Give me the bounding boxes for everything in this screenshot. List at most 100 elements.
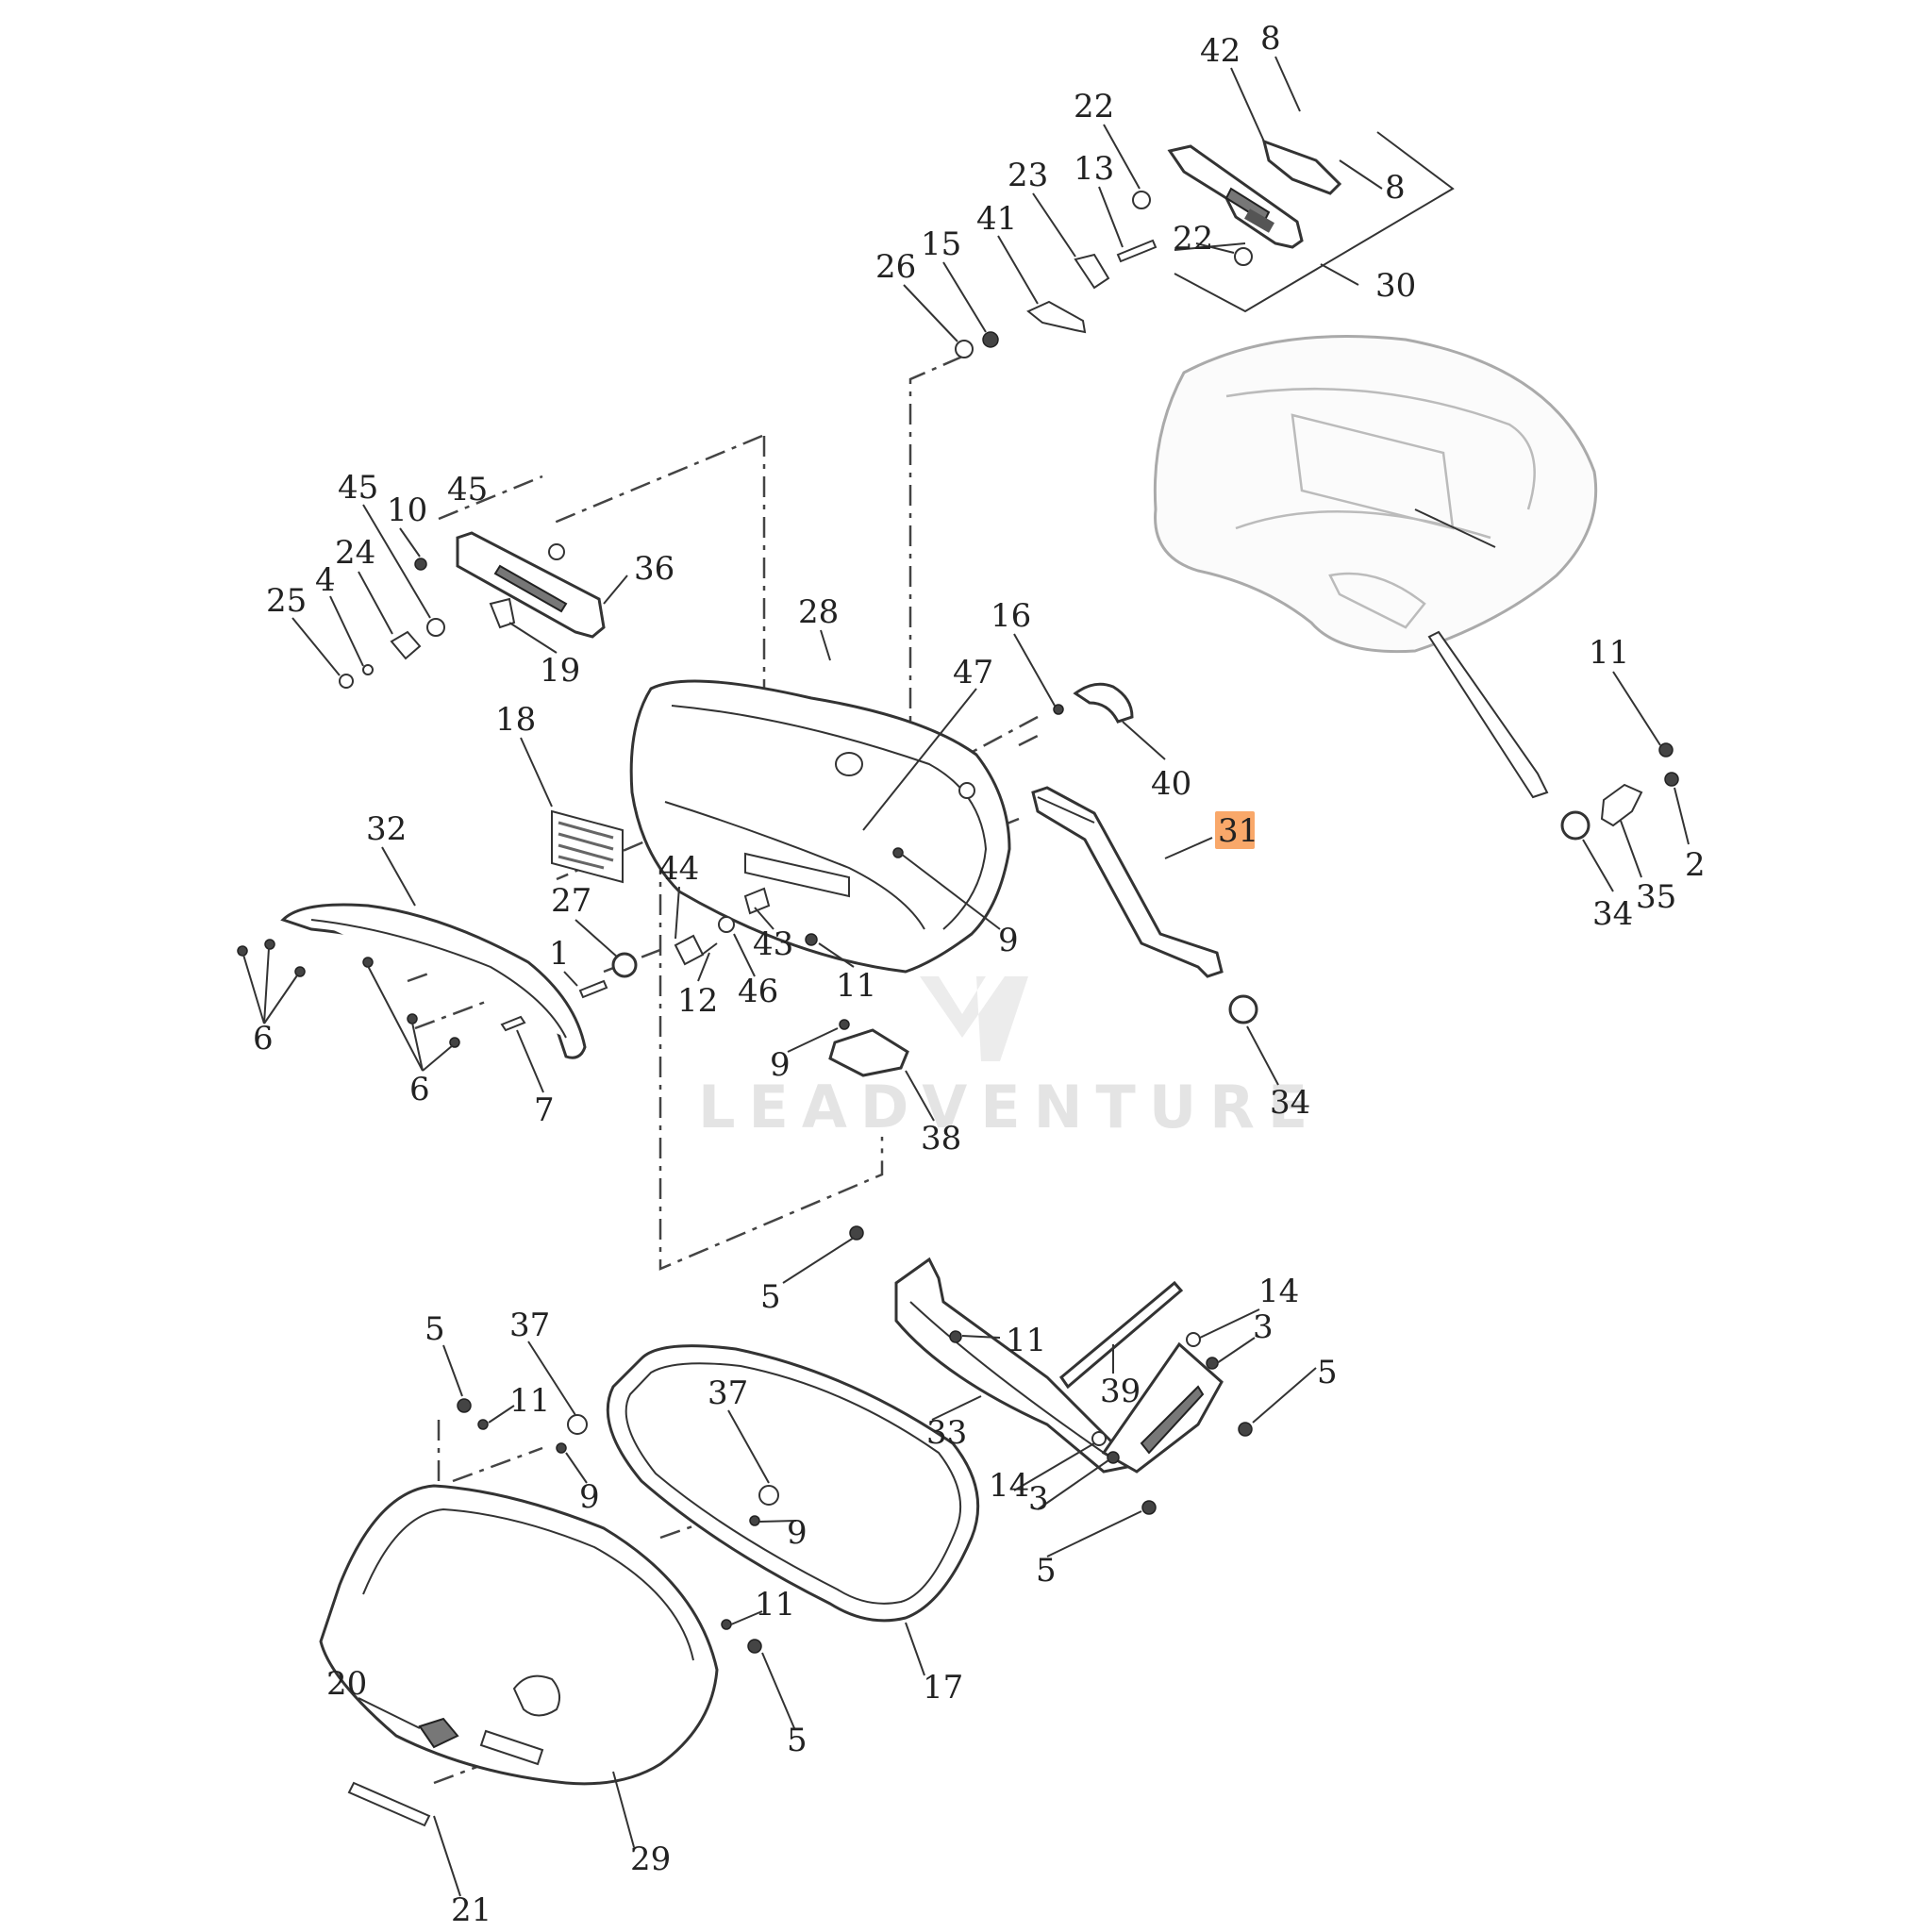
leader-line [1339,159,1383,190]
callout-31[interactable]: 31 [1218,812,1258,850]
lock-cylinder-assembly [674,847,904,966]
leader-line [1037,1459,1109,1510]
spring-12 [701,942,718,956]
callout-6-upper: 6 [253,1020,274,1058]
callout-5-right: 5 [1317,1354,1338,1391]
lid-support-assembly [849,1225,1253,1515]
screw-9-lid [556,1442,567,1454]
liner-panel-47 [744,852,850,898]
leader-line [1230,67,1265,142]
pin-1 [578,979,608,999]
callout-14-left: 14 [989,1467,1029,1505]
leader-line [900,853,1001,930]
callout-17: 17 [923,1669,963,1707]
screw-5-lower [1141,1500,1157,1515]
callout-5-lid-lower: 5 [787,1722,808,1759]
grommet-34-right [1560,810,1591,841]
watermark-text: LEADVENTURE [698,1073,1321,1141]
grommet-27 [611,952,638,978]
leader-line [263,947,270,1024]
callout-16: 16 [991,597,1031,635]
screw-9-gasket [749,1515,760,1526]
callout-11-arm: 11 [1006,1322,1046,1359]
washer-16 [1053,704,1064,715]
leader-line [818,942,855,968]
leader-line [1013,1442,1095,1491]
callout-22-lower: 22 [1173,220,1213,258]
screw-11-lid [477,1419,489,1430]
leader-line [1199,1308,1260,1339]
leader-line [1620,820,1642,878]
leader-line [697,952,710,982]
leader-line [820,629,831,661]
hinge-bracket-23 [1074,253,1110,290]
leader-line [905,1070,935,1122]
screw-6b [264,939,275,950]
bracket-35 [1600,783,1643,827]
screw-6a [237,945,248,957]
leader-line [997,235,1039,305]
nut-3-right [1206,1357,1219,1370]
leader-line [862,688,977,831]
liner-inner-edge [671,705,988,930]
callout-37-gasket: 37 [708,1374,748,1412]
screw-10 [414,558,427,571]
leader-line [754,907,774,930]
callout-9-striker: 9 [770,1046,791,1084]
callout-36: 36 [634,550,675,588]
callout-9-gasket: 9 [787,1514,808,1552]
callout-8-right: 8 [1385,169,1406,207]
callout-31-highlight [1215,811,1255,849]
callout-19: 19 [540,652,580,690]
nut-3-left [1107,1451,1120,1464]
callout-3-left: 3 [1028,1480,1049,1518]
leader-line [1164,837,1213,859]
hinge-screw-13 [1116,239,1158,263]
leader-line [527,1341,576,1416]
callout-30: 30 [1375,267,1416,305]
leader-line [565,1452,588,1484]
tether-assembly [1031,682,1258,1024]
screw-11-lock [805,933,818,946]
hinge-nut-22a [1132,191,1151,209]
saddlebag-lid-29 [319,1398,762,1827]
warning-label-18 [551,809,624,884]
callout-44: 44 [658,850,699,888]
washer-25 [339,674,354,689]
washer-46 [718,916,735,933]
callout-3-right: 3 [1253,1308,1274,1346]
screw-9b [839,1019,850,1030]
stud-14-right [1186,1332,1201,1347]
leader-line [291,617,341,676]
callout-40: 40 [1151,765,1191,803]
callout-14-right: 14 [1258,1273,1299,1310]
hinge-assembly [955,131,1455,358]
screw-11-lower [721,1619,732,1630]
trim-rail-assembly [237,903,638,1059]
leader-line [563,971,578,987]
saddlebag-ghost-assembled [1153,335,1598,799]
callout-7: 7 [534,1091,555,1129]
callout-29: 29 [630,1840,671,1878]
leader-line [1103,124,1141,190]
callout-10: 10 [387,491,427,529]
lock-20 [418,1717,459,1749]
hinge-nut-22b [1234,247,1253,266]
screw-6d [362,957,374,968]
callout-34-tether: 34 [1270,1084,1310,1122]
gasket-inner [625,1362,962,1605]
callout-22-top: 22 [1074,88,1114,125]
leader-line [422,1044,454,1072]
strut-39 [1058,1280,1184,1390]
hinge-slot [1244,208,1274,233]
right-hardware-cluster [1560,742,1679,841]
leader-line [1046,1510,1142,1557]
callout-4: 4 [315,561,336,599]
latch-plate-assembly [339,531,606,689]
screw-5-lid-lower [747,1639,762,1654]
support-arm-33 [894,1257,1130,1474]
leader-line [1252,1367,1317,1424]
watermark: LEADVENTURE [698,976,1321,1141]
callout-5-arm: 5 [760,1278,781,1316]
